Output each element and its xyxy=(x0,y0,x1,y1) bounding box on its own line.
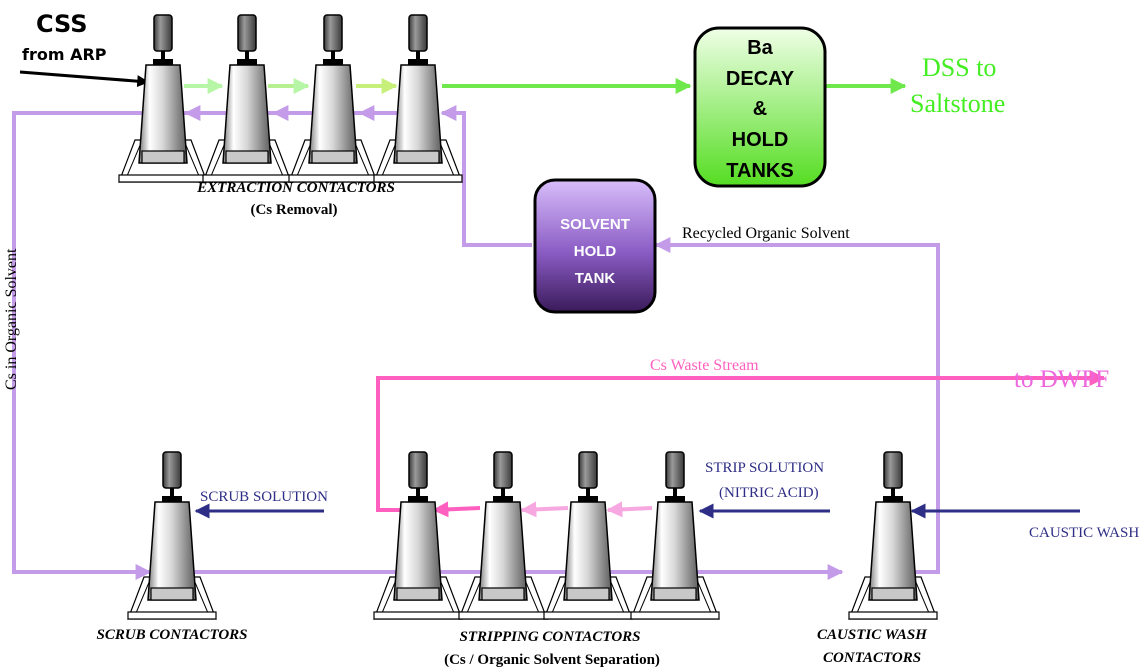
stripping-contactor-1 xyxy=(373,451,463,620)
extraction-contactor-2 xyxy=(202,14,292,183)
scrub-contactor xyxy=(127,451,217,620)
caustic-wash-contactor xyxy=(848,451,938,620)
strip-solution-label: STRIP SOLUTION xyxy=(705,460,824,476)
decay-tank-line-5: TANKS xyxy=(726,160,793,182)
stripping-contactors-subtitle: (Cs / Organic Solvent Separation) xyxy=(444,652,660,668)
strip-pink-arrow-2 xyxy=(520,501,569,518)
solvent-hold-tank xyxy=(533,178,657,314)
cs-waste-stream-label: Cs Waste Stream xyxy=(650,357,759,374)
solvent-tank-line-2: HOLD xyxy=(574,243,617,260)
solvent-to-extraction-line xyxy=(440,105,532,247)
decay-hold-tank xyxy=(693,26,827,188)
solvent-tank-line-3: TANK xyxy=(575,270,616,287)
recycled-solvent-label: Recycled Organic Solvent xyxy=(682,225,850,242)
decay-tank-line-3: & xyxy=(753,98,767,120)
cs-waste-stream-line xyxy=(376,370,1106,512)
stripping-contactors-title: STRIPPING CONTACTORS xyxy=(459,629,640,645)
stripping-contactor-4 xyxy=(630,451,720,620)
strip-pink-arrow-1 xyxy=(432,501,481,518)
caustic-wash-label: CAUSTIC WASH xyxy=(1029,525,1139,541)
extraction-contactors-title: EXTRACTION CONTACTORS xyxy=(196,180,395,196)
extraction-contactor-4 xyxy=(373,14,463,183)
css-feed-arrow xyxy=(19,70,150,88)
decay-tank-line-4: HOLD xyxy=(732,129,789,151)
cs-organic-solvent-label: Cs in Organic Solvent xyxy=(3,248,20,390)
extraction-contactors-subtitle: (Cs Removal) xyxy=(250,202,337,218)
dss-output-label: DSS to xyxy=(922,53,996,82)
stripping-contactor-2 xyxy=(458,451,548,620)
dwpf-output-label: to DWPF xyxy=(1014,366,1109,393)
stripping-contactor-3 xyxy=(543,451,633,620)
css-feed-label: CSS xyxy=(36,10,88,38)
saltstone-output-label: Saltstone xyxy=(910,89,1005,118)
solvent-tank-line-1: SOLVENT xyxy=(560,216,630,233)
scrub-contactors-title: SCRUB CONTACTORS xyxy=(96,627,247,643)
decay-tank-line-1: Ba xyxy=(747,37,773,59)
caustic-contactors-subtitle: CONTACTORS xyxy=(823,650,921,666)
caustic-contactors-title: CAUSTIC WASH xyxy=(817,627,928,643)
decay-tank-line-2: DECAY xyxy=(726,68,795,90)
extraction-contactor-1 xyxy=(118,14,208,183)
strip-solution-sublabel: (NITRIC ACID) xyxy=(719,485,819,501)
scrub-solution-label: SCRUB SOLUTION xyxy=(200,489,328,505)
css-feed-sublabel: from ARP xyxy=(22,45,107,64)
extraction-contactor-3 xyxy=(288,14,378,183)
strip-pink-arrow-3 xyxy=(606,501,653,518)
